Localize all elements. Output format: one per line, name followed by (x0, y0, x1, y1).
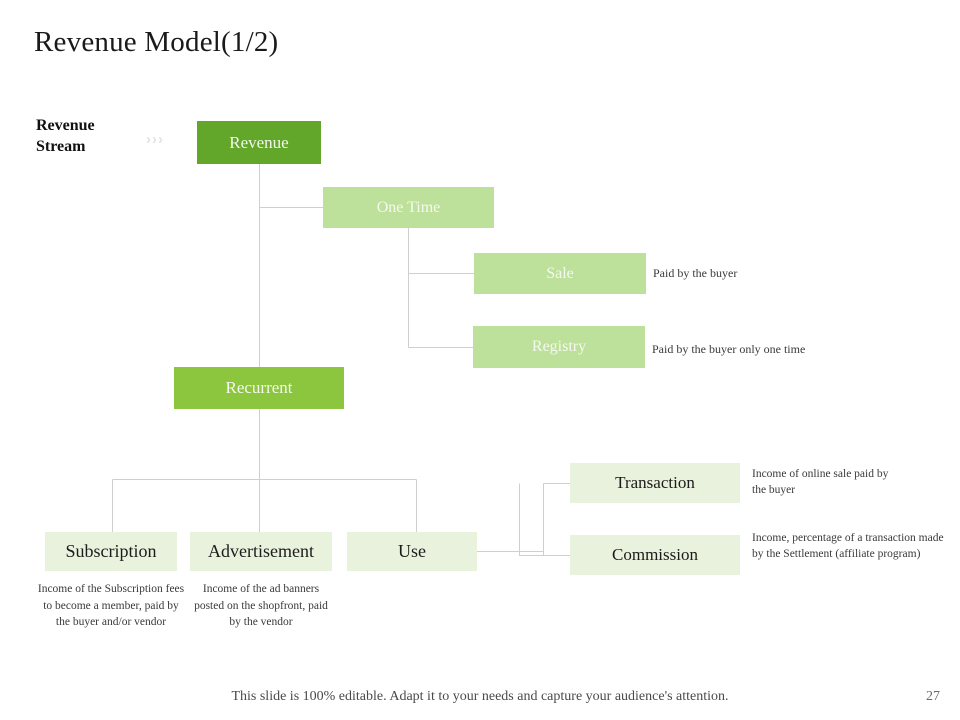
node-revenue[interactable]: Revenue (197, 121, 321, 164)
footer-note: This slide is 100% editable. Adapt it to… (231, 689, 729, 704)
note-registry: Paid by the buyer only one time (652, 342, 806, 356)
description-advertisement: Income of the ad banners posted on the s… (194, 583, 328, 629)
node-one-time-label: One Time (376, 198, 441, 216)
note-commission: Income, percentage of a transaction made… (752, 532, 944, 561)
node-transaction[interactable]: Transaction (570, 463, 740, 503)
node-subscription-label: Subscription (65, 541, 157, 561)
page-title: Revenue Model(1/2) (34, 26, 279, 58)
node-commission-label: Commission (612, 545, 698, 564)
node-recurrent-label: Recurrent (225, 378, 293, 397)
revenue-stream-label-line2: Stream (36, 138, 86, 156)
note-transaction: Income of online sale paid by the buyer (752, 468, 889, 497)
node-transaction-label: Transaction (615, 473, 695, 492)
note-sale: Paid by the buyer (653, 266, 738, 280)
node-sale[interactable]: Sale (474, 253, 646, 294)
node-registry[interactable]: Registry (473, 326, 645, 368)
description-subscription: Income of the Subscription fees to becom… (37, 583, 185, 629)
node-one-time[interactable]: One Time (323, 187, 494, 228)
node-recurrent[interactable]: Recurrent (174, 367, 344, 409)
node-sale-label: Sale (546, 264, 574, 282)
node-subscription[interactable]: Subscription (45, 532, 177, 571)
node-revenue-label: Revenue (229, 132, 289, 152)
node-use[interactable]: Use (347, 532, 477, 571)
node-registry-label: Registry (531, 338, 587, 355)
page-number: 27 (926, 689, 940, 704)
revenue-stream-label-line1: Revenue (36, 117, 95, 134)
node-use-label: Use (398, 541, 426, 561)
chevron-right-icon: ››› (146, 131, 164, 148)
node-advertisement-label: Advertisement (208, 541, 314, 561)
revenue-stream-label: Revenue Stream (36, 115, 136, 157)
node-advertisement[interactable]: Advertisement (190, 532, 332, 571)
node-commission[interactable]: Commission (570, 535, 740, 575)
